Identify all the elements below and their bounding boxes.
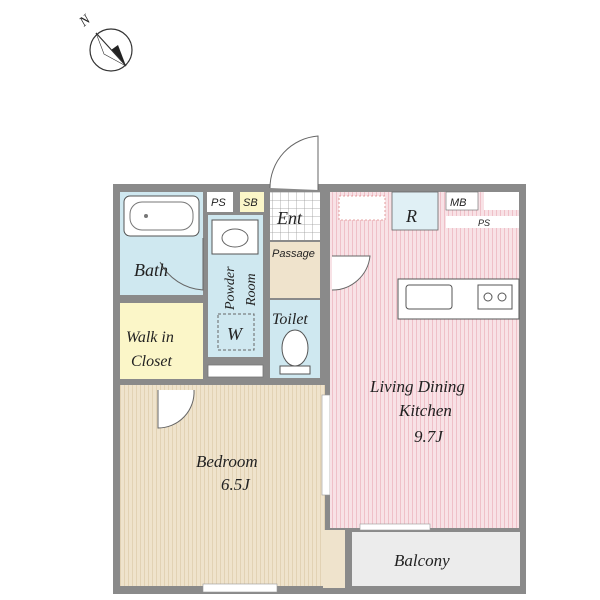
- north-label: N: [76, 12, 94, 31]
- entrance-door: [269, 135, 319, 190]
- mb-box: [445, 191, 479, 211]
- sb-label: SB: [243, 197, 258, 209]
- stove-icon: [477, 284, 513, 310]
- powder-label-1: Powder: [223, 266, 238, 311]
- bedroom: [120, 385, 325, 586]
- ldk-label-2: Kitchen: [398, 401, 452, 420]
- sink-icon: [405, 284, 453, 310]
- balcony-label: Balcony: [394, 551, 450, 570]
- powder-label-2: Room: [244, 273, 259, 307]
- walk-in-label-1: Walk in: [126, 329, 174, 346]
- walk-in-label-2: Closet: [131, 353, 172, 370]
- walk-in-closet: [120, 303, 203, 379]
- ps-top-label: PS: [211, 197, 226, 209]
- sb-box: [240, 192, 264, 212]
- bath-label: Bath: [134, 260, 168, 280]
- washer-label: W: [227, 324, 244, 344]
- passage-label: Passage: [272, 248, 315, 260]
- ldk-size: 9.7J: [414, 427, 444, 446]
- living-dining-kitchen: [330, 192, 519, 528]
- bedroom-label: Bedroom: [196, 452, 258, 471]
- refrigerator-space: [391, 191, 439, 231]
- ps-box: [207, 192, 233, 212]
- balcony: [352, 532, 520, 586]
- washer-icon: [217, 313, 255, 351]
- ps-kitchen-label: PS: [478, 218, 490, 228]
- passage: [270, 242, 320, 298]
- toilet-icon: [281, 329, 309, 367]
- mb-label: MB: [450, 197, 467, 209]
- entrance-label: Ent: [276, 208, 303, 228]
- ldk-label-1: Living Dining: [369, 377, 465, 396]
- entrance: [270, 192, 320, 240]
- toilet-label: Toilet: [272, 311, 308, 328]
- refrigerator-label: R: [405, 206, 417, 226]
- compass-icon: [89, 28, 133, 72]
- bedroom-size: 6.5J: [221, 475, 251, 494]
- ps-kitchen-box: [446, 216, 519, 228]
